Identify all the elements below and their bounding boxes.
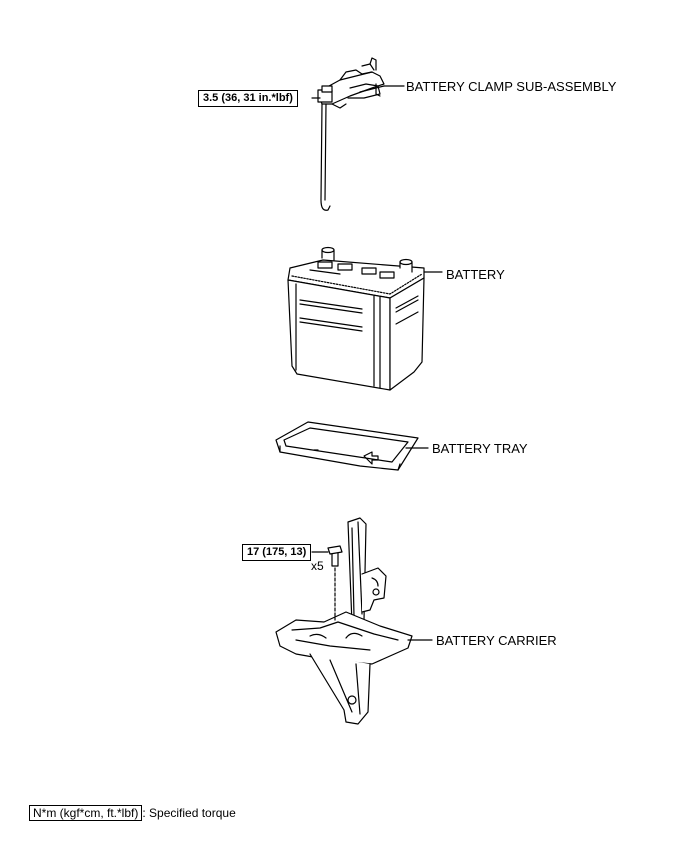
- battery-tray-label: BATTERY TRAY: [432, 441, 528, 456]
- bolt-quantity: x5: [311, 559, 324, 573]
- battery-clamp-drawing: [311, 57, 405, 211]
- legend-unit-box: N*m (kgf*cm, ft.*lbf): [29, 805, 143, 821]
- clamp-torque-callout: 3.5 (36, 31 in.*lbf): [198, 90, 298, 107]
- battery-drawing: [287, 246, 443, 391]
- battery-tray-drawing: [275, 421, 429, 471]
- legend-description: : Specified torque: [142, 806, 236, 820]
- battery-carrier-label: BATTERY CARRIER: [436, 633, 557, 648]
- battery-clamp-label: BATTERY CLAMP SUB-ASSEMBLY: [406, 79, 617, 94]
- carrier-torque-callout: 17 (175, 13): [242, 544, 312, 561]
- battery-carrier-drawing: [275, 517, 433, 725]
- torque-legend: N*m (kgf*cm, ft.*lbf): Specified torque: [29, 805, 236, 821]
- battery-label: BATTERY: [446, 267, 505, 282]
